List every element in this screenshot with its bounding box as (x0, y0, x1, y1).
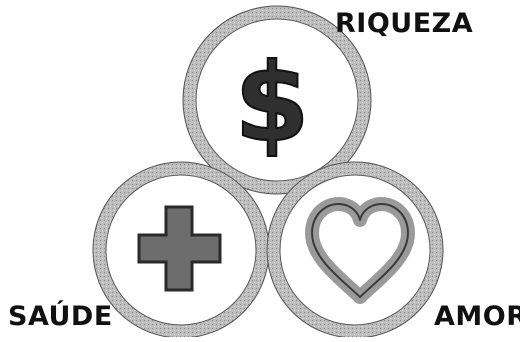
dollar-sign-icon: $ (233, 40, 310, 167)
label-riqueza: RIQUEZA (335, 8, 474, 39)
circle-amor (266, 161, 444, 339)
heart-icon (305, 197, 415, 304)
dollar-glyph: $ (234, 41, 309, 166)
plus-cross-icon (137, 205, 222, 292)
circle-riqueza (182, 5, 372, 195)
label-amor: AMOR (434, 301, 520, 332)
label-saude: SAÚDE (8, 301, 113, 332)
